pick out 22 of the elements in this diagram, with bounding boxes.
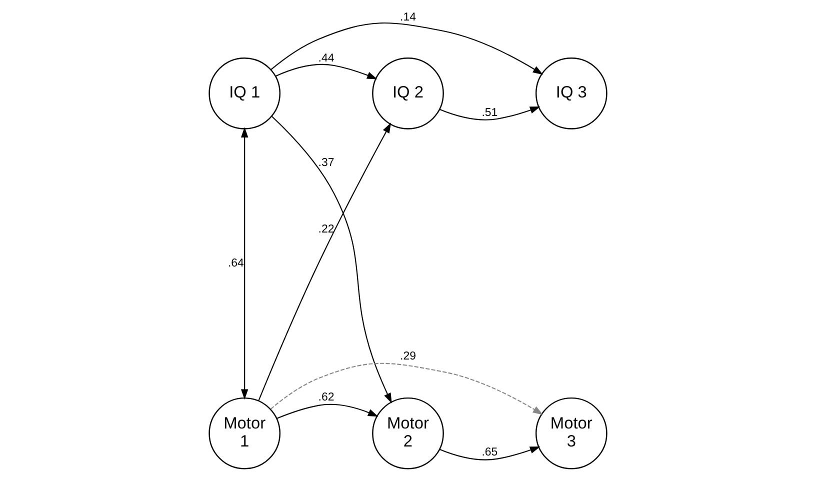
- edge-label: .64: [228, 257, 244, 270]
- node-circle: IQ 1: [208, 58, 281, 130]
- edge-label: .22: [318, 223, 334, 236]
- node-circle: Motor 1: [208, 397, 281, 470]
- node-circle: Motor 2: [372, 397, 444, 470]
- edge-label: .29: [400, 350, 416, 363]
- arrow: [240, 127, 248, 400]
- edge-label: .44: [318, 52, 334, 65]
- edge-label: .62: [318, 392, 334, 404]
- edge-label: .65: [482, 446, 498, 459]
- arrow: [439, 106, 540, 120]
- node-circle: IQ 2: [372, 58, 444, 130]
- node-circle: Motor 3: [535, 397, 608, 470]
- arrow: [270, 362, 544, 415]
- edge-label: .51: [482, 106, 498, 119]
- arrow: [439, 446, 540, 460]
- arrow: [270, 22, 544, 75]
- node-circle: IQ 3: [535, 58, 608, 130]
- arrow: [276, 64, 378, 80]
- edge-label: .14: [400, 12, 416, 24]
- arrow: [276, 404, 378, 420]
- edge-label: .37: [318, 156, 334, 169]
